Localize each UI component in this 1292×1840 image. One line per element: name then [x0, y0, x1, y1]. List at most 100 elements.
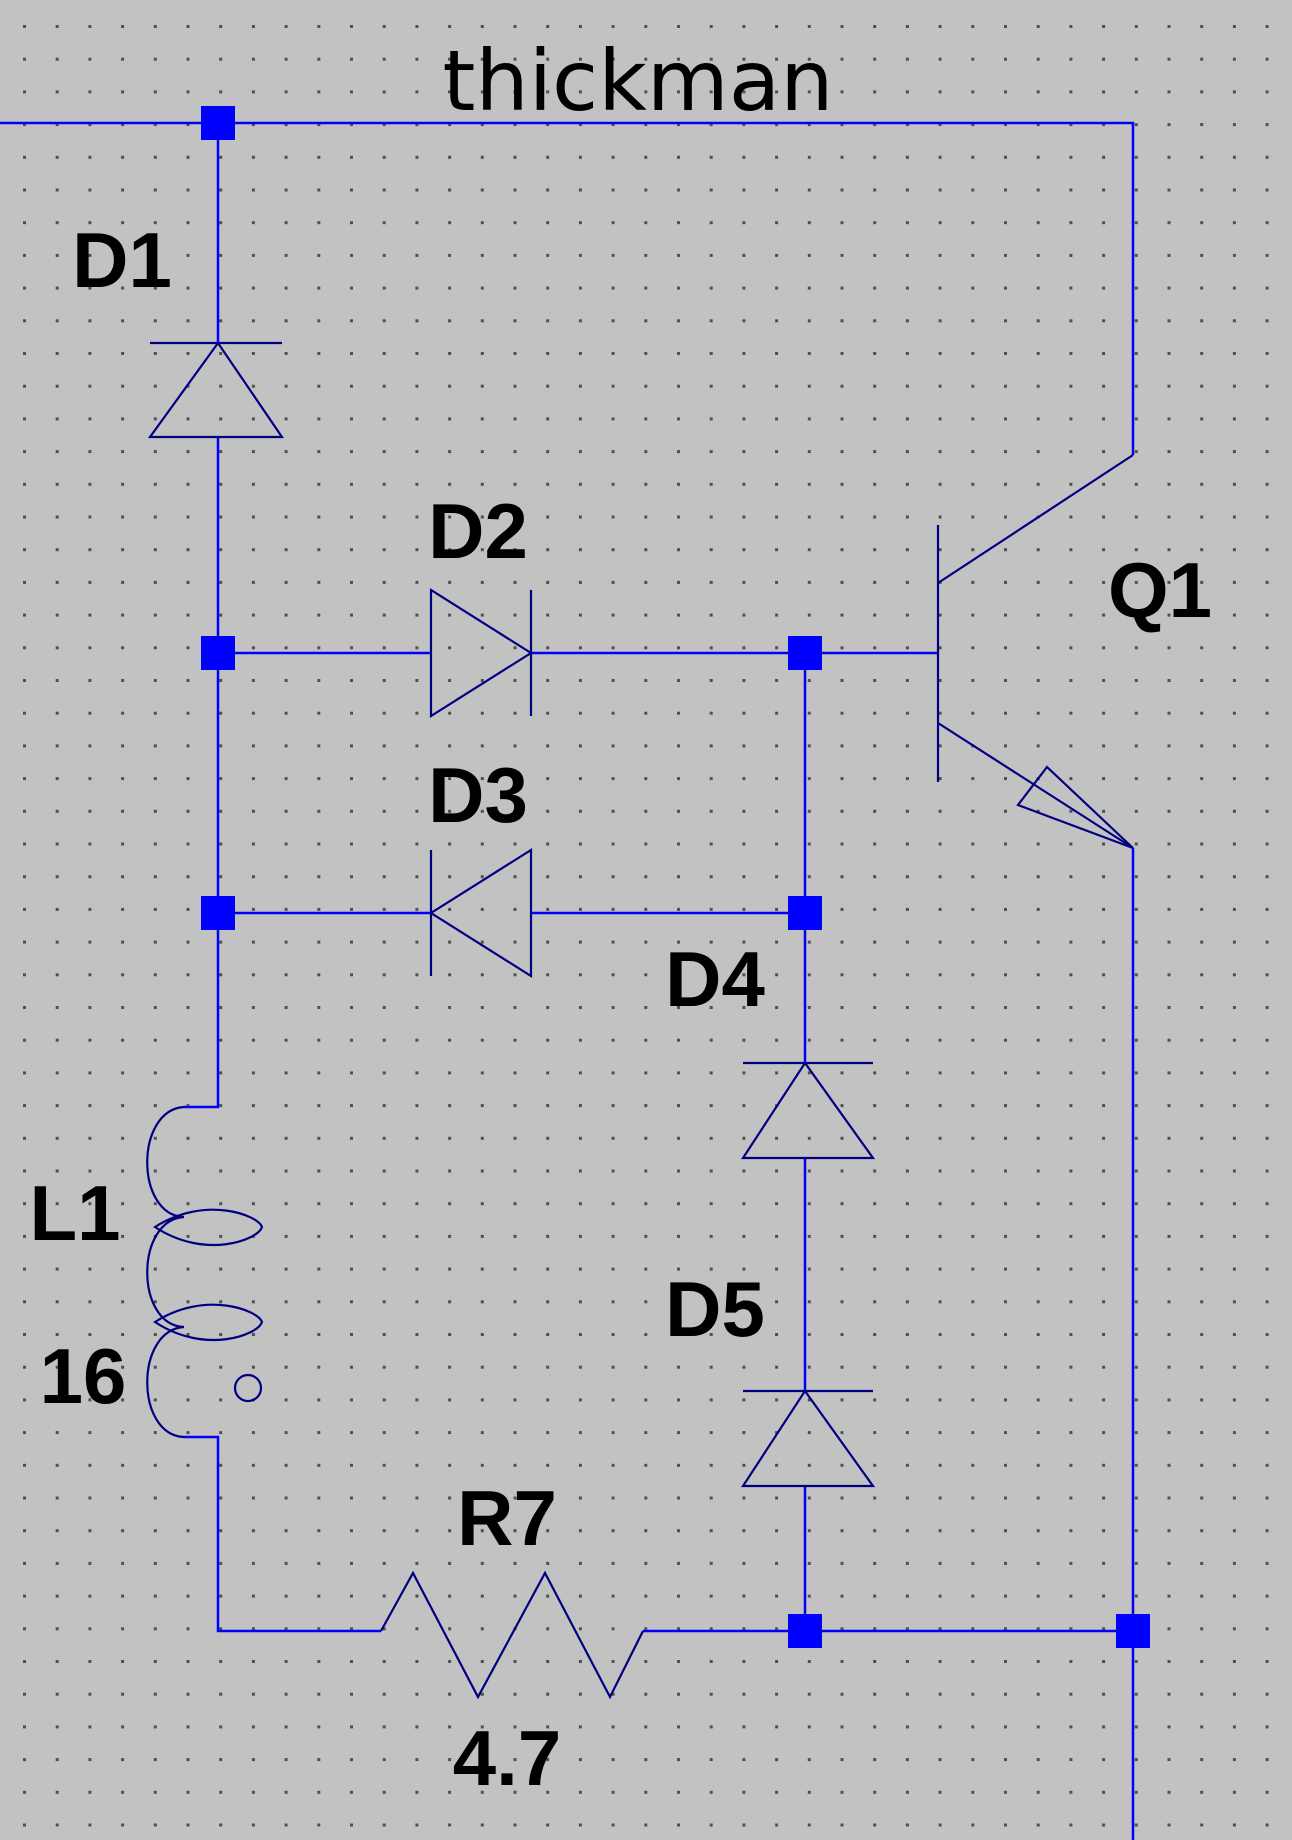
grid-dot — [873, 1594, 877, 1598]
grid-dot — [775, 1234, 779, 1238]
inductor-l1[interactable] — [146, 1105, 264, 1439]
grid-dot — [905, 188, 909, 192]
grid-dot — [1102, 1790, 1106, 1794]
grid-dot — [775, 679, 779, 682]
grid-dot — [448, 188, 452, 192]
grid-dot — [317, 123, 321, 127]
grid-dot — [382, 1104, 386, 1108]
grid-dot — [1265, 1104, 1269, 1108]
grid-dot — [546, 548, 550, 552]
grid-dot — [905, 1300, 909, 1304]
q1-emitter — [937, 722, 1134, 849]
grid-dot — [546, 1496, 550, 1500]
grid-dot — [251, 809, 255, 813]
grid-dot — [1232, 842, 1236, 846]
grid-dot — [807, 155, 811, 159]
grid-dot — [153, 319, 157, 323]
grid-dot — [840, 352, 844, 355]
grid-dot — [742, 940, 746, 944]
grid-dot — [807, 744, 811, 748]
wire-l1-to-r7[interactable] — [184, 1435, 381, 1633]
grid-dot — [873, 613, 877, 617]
grid-dot — [284, 90, 288, 94]
grid-dot — [55, 548, 59, 552]
grid-dot — [873, 253, 877, 257]
grid-dot — [578, 1627, 582, 1631]
wire-top-rail[interactable] — [0, 121, 1135, 455]
grid-dot — [1036, 90, 1040, 94]
grid-dot — [971, 1758, 975, 1762]
grid-dot — [742, 1136, 746, 1140]
diode-d2[interactable] — [429, 588, 534, 718]
grid-dot — [153, 1136, 157, 1140]
grid-dot — [1232, 1300, 1236, 1304]
grid-dot — [742, 875, 746, 879]
grid-dot — [480, 1300, 484, 1304]
grid-dot — [23, 809, 26, 813]
grid-dot — [807, 973, 811, 977]
grid-dot — [1167, 1365, 1171, 1369]
grid-dot — [448, 842, 452, 846]
grid-dot — [88, 1234, 92, 1238]
grid-dot — [23, 973, 26, 977]
grid-dot — [23, 679, 26, 682]
diode-d1[interactable] — [147, 341, 285, 439]
grid-dot — [677, 875, 680, 879]
grid-dot — [382, 319, 386, 323]
grid-dot — [742, 482, 746, 486]
grid-dot — [1102, 1660, 1106, 1663]
grid-dot — [415, 875, 419, 879]
grid-dot — [807, 842, 811, 846]
grid-dot — [1232, 155, 1236, 159]
grid-dot — [480, 1594, 484, 1598]
grid-dot — [480, 1333, 484, 1336]
grid-dot — [775, 580, 779, 584]
grid-dot — [1167, 1038, 1171, 1042]
grid-dot — [350, 319, 353, 323]
grid-dot — [1004, 1398, 1007, 1402]
transistor-q1[interactable] — [936, 454, 1134, 850]
grid-dot — [121, 809, 125, 813]
grid-dot — [251, 1006, 255, 1009]
grid-dot — [1036, 809, 1040, 813]
grid-dot — [611, 842, 615, 846]
grid-dot — [1265, 940, 1269, 944]
diode-d3[interactable] — [428, 848, 533, 978]
grid-dot — [1036, 1758, 1040, 1762]
grid-dot — [807, 711, 811, 715]
grid-dot — [709, 1300, 713, 1304]
grid-dot — [578, 1202, 582, 1206]
grid-dot — [23, 286, 26, 290]
grid-dot — [350, 90, 353, 94]
grid-dot — [1102, 907, 1106, 911]
grid-dot — [807, 515, 811, 519]
grid-dot — [611, 1202, 615, 1206]
grid-dot — [1232, 777, 1236, 781]
grid-dot — [317, 417, 321, 421]
grid-dot — [1167, 1300, 1171, 1304]
grid-dot — [1167, 319, 1171, 323]
diode-d4[interactable] — [740, 1061, 876, 1160]
wire-left-to-l1[interactable] — [184, 913, 220, 1109]
grid-dot — [840, 221, 844, 225]
grid-dot — [1134, 221, 1138, 225]
grid-dot — [1232, 1365, 1236, 1369]
grid-dot — [644, 1234, 648, 1238]
grid-dot — [382, 842, 386, 846]
resistor-r7[interactable] — [380, 1570, 644, 1700]
grid-dot — [415, 1463, 419, 1467]
grid-dot — [578, 1529, 582, 1533]
grid-dot — [938, 123, 942, 127]
grid-dot — [1036, 1398, 1040, 1402]
grid-dot — [448, 548, 452, 552]
grid-dot — [611, 1169, 615, 1173]
grid-dot — [23, 1202, 26, 1206]
grid-dot — [350, 155, 353, 159]
grid-dot — [1004, 613, 1007, 617]
diode-d5[interactable] — [740, 1389, 876, 1488]
grid-dot — [480, 777, 484, 781]
grid-dot — [23, 1038, 26, 1042]
grid-dot — [23, 1529, 26, 1533]
grid-dot — [448, 613, 452, 617]
